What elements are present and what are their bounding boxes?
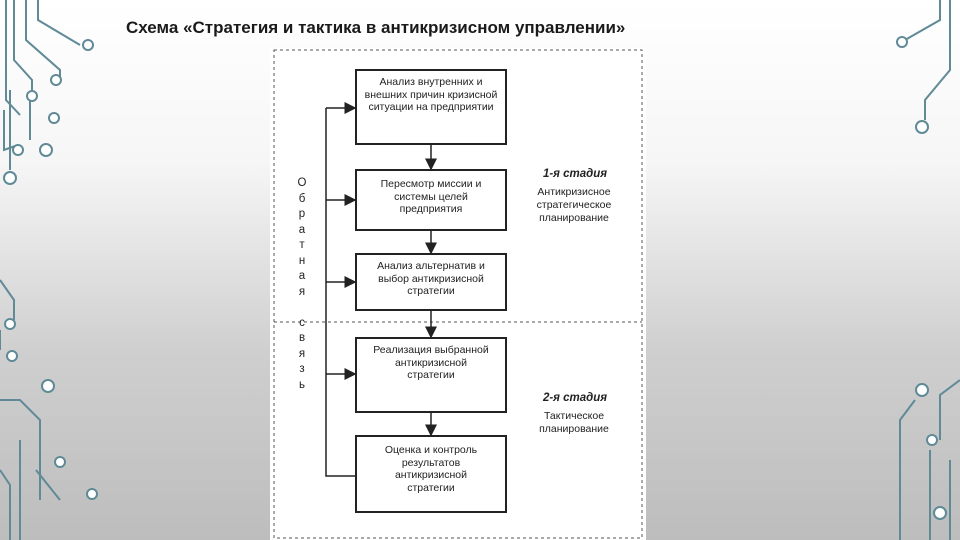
feedback-letter: ь bbox=[299, 378, 305, 391]
stage-1-description: Антикризисное стратегическое планировани… bbox=[536, 186, 612, 224]
box-alternatives: Анализ альтернатив и выбор антикризисной… bbox=[377, 260, 485, 297]
stage-2-heading: 2-я стадия bbox=[542, 392, 608, 404]
feedback-letter: а bbox=[298, 223, 306, 236]
feedback-letter: р bbox=[298, 208, 306, 220]
diagram-lines bbox=[273, 49, 643, 539]
feedback-line bbox=[325, 108, 356, 477]
feedback-letter: О bbox=[297, 177, 307, 189]
box-implementation: Реализация выбранной антикризисной страт… bbox=[373, 344, 489, 381]
slide-title: Схема «Стратегия и тактика в антикризисн… bbox=[126, 18, 626, 37]
feedback-letter: я bbox=[298, 285, 306, 298]
box-mission-frame bbox=[355, 169, 507, 231]
feedback-letter: а bbox=[298, 270, 306, 282]
feedback-letter: н bbox=[298, 254, 306, 267]
feedback-letter: с bbox=[299, 316, 305, 329]
feedback-letter: б bbox=[298, 192, 306, 205]
box-mission: Пересмотр миссии и системы целей предпри… bbox=[380, 178, 482, 215]
feedback-letter: т bbox=[299, 239, 305, 251]
strategy-tactics-diagram: Анализ внутренних и внешних причин кризи… bbox=[270, 48, 646, 540]
feedback-letter bbox=[294, 300, 310, 316]
outer-frame bbox=[273, 49, 643, 539]
box-evaluation: Оценка и контроль результатов антикризис… bbox=[384, 444, 478, 494]
feedback-letter: я bbox=[298, 347, 306, 360]
feedback-letter: в bbox=[298, 332, 306, 344]
stage-1-heading: 1-я стадия bbox=[542, 168, 608, 180]
feedback-letter: з bbox=[299, 363, 305, 375]
stage-2-description: Тактическое планирование bbox=[539, 410, 609, 435]
box-evaluation-frame bbox=[355, 435, 507, 513]
box-alternatives-frame bbox=[355, 253, 507, 311]
box-analysis: Анализ внутренних и внешних причин кризи… bbox=[364, 76, 498, 113]
